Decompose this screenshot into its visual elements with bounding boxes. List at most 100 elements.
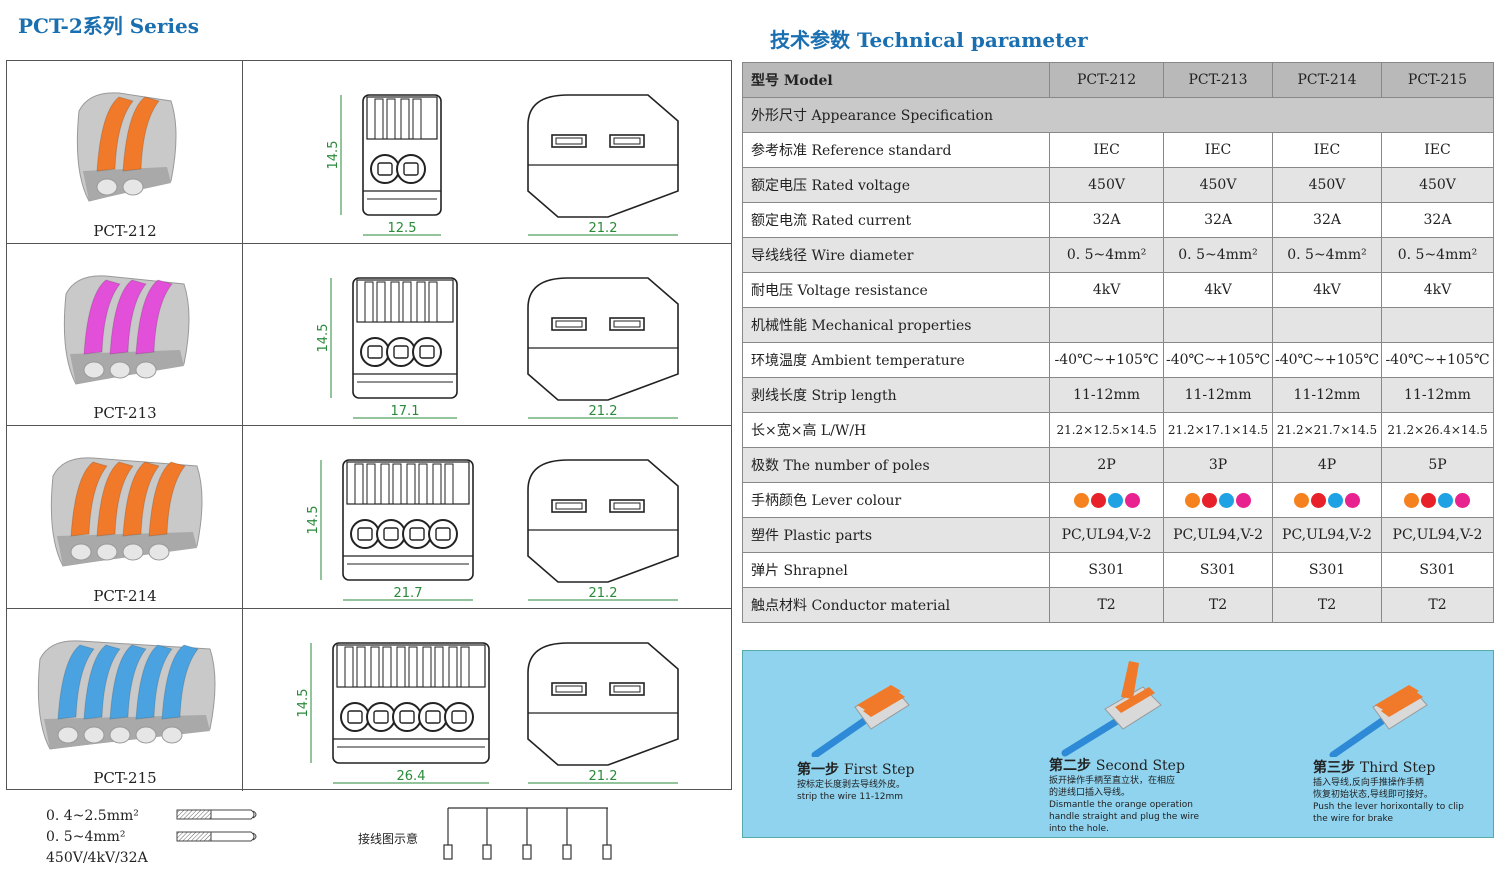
product-photo-cell: PCT-213 <box>7 244 243 425</box>
stripped-wire-icon <box>176 809 257 820</box>
spec-value: 450V <box>1380 167 1495 203</box>
colour-dot <box>1073 492 1089 508</box>
colour-dot <box>1294 492 1309 508</box>
spec-table: 型号 Model PCT-212 PCT-213 PCT-214 PCT-215… <box>741 62 1495 623</box>
step-2-title-en: Second Step <box>1095 758 1185 774</box>
lever-colour-swatches <box>1163 482 1274 518</box>
depth-dim-label: 21.2 <box>589 404 618 419</box>
step2-connector-illustration <box>1061 661 1162 757</box>
spec-label: 耐电压 Voltage resistance <box>741 272 1051 308</box>
colour-dot <box>1345 492 1360 508</box>
legend-line-1: 0. 4~2.5mm² <box>46 808 139 824</box>
spec-value: -40℃~+105℃ <box>1049 342 1165 378</box>
spec-value: PC,UL94,V-2 <box>1049 517 1165 553</box>
spec-label: 参考标准 Reference standard <box>741 132 1051 168</box>
step1-connector-illustration <box>811 685 910 757</box>
step-1-line-2: strip the wire 11-12mm <box>797 792 904 802</box>
spec-value: T2 <box>1049 587 1165 623</box>
spec-label: 弹片 Shrapnel <box>741 552 1051 588</box>
spec-value: 0. 5~4mm² <box>1380 237 1495 273</box>
connector-photo <box>63 275 190 385</box>
model-header: 型号 Model <box>741 62 1051 98</box>
step-2-line-3: Dismantle the orange operation <box>1049 800 1193 810</box>
step-2-line-1: 扳开操作手柄至直立状，在相应 <box>1049 776 1176 786</box>
wiring-terminal <box>482 844 492 860</box>
colour-dot <box>1185 492 1201 508</box>
step-2-line-5: into the hole. <box>1049 824 1109 834</box>
step-3-line-3: Push the lever horixontally to clip <box>1313 802 1464 812</box>
spec-header-row: 型号 Model PCT-212 PCT-213 PCT-214 PCT-215 <box>741 62 1495 98</box>
spec-value: 32A <box>1272 202 1382 238</box>
step3-connector-illustration <box>1329 685 1428 757</box>
product-photo-cell: PCT-212 <box>7 61 243 243</box>
spec-value: 4kV <box>1163 272 1274 308</box>
spec-label: 长×宽×高 L/W/H <box>741 412 1051 448</box>
colour-dot <box>1236 492 1252 508</box>
spec-value: S301 <box>1272 552 1382 588</box>
spec-value: 450V <box>1049 167 1165 203</box>
colour-dot <box>1404 492 1420 508</box>
spec-label: 环境温度 Ambient temperature <box>741 342 1051 378</box>
spec-label: 导线线径 Wire diameter <box>741 237 1051 273</box>
step-3-line-1: 插入导线,反向手推操作手柄 <box>1313 778 1424 788</box>
wire-icons <box>176 809 257 842</box>
height-dim-label: 14.5 <box>316 324 331 353</box>
colour-dot <box>1124 492 1140 508</box>
model-col-2: PCT-213 <box>1163 62 1274 98</box>
model-label: PCT-214 <box>93 587 157 605</box>
spec-label: 手柄颜色 Lever colour <box>741 482 1051 518</box>
step-2-line-4: handle straight and plug the wire <box>1049 812 1200 822</box>
width-dim-label: 21.7 <box>394 586 423 601</box>
model-col-4: PCT-215 <box>1380 62 1495 98</box>
depth-dim-label: 21.2 <box>589 221 618 236</box>
spec-value: PC,UL94,V-2 <box>1272 517 1382 553</box>
spec-value: 3P <box>1163 447 1274 483</box>
depth-dim-label: 21.2 <box>589 769 618 784</box>
spec-value: 11-12mm <box>1272 377 1382 413</box>
product-photo-cell: PCT-214 <box>7 426 243 608</box>
spec-value: 4P <box>1272 447 1382 483</box>
colour-dot <box>1202 492 1218 508</box>
step-2-line-2: 的进线口插入导线。 <box>1049 788 1131 798</box>
spec-value: 4kV <box>1272 272 1382 308</box>
model-col-1: PCT-212 <box>1049 62 1165 98</box>
width-dim-label: 12.5 <box>388 221 417 236</box>
spec-label: 极数 The number of poles <box>741 447 1051 483</box>
connector-photo <box>37 640 216 750</box>
wiring-terminal <box>522 844 532 860</box>
spec-value: 4kV <box>1380 272 1495 308</box>
step-3: 第三步 Third Step 插入导线,反向手推操作手柄 恢复初始状态,导线即可… <box>1313 757 1491 825</box>
step-2: 第二步 Second Step 扳开操作手柄至直立状，在相应 的进线口插入导线。… <box>1049 755 1249 835</box>
spec-value: 0. 5~4mm² <box>1272 237 1382 273</box>
spec-value: T2 <box>1272 587 1382 623</box>
width-dim-label: 17.1 <box>391 404 420 419</box>
spec-value: T2 <box>1163 587 1274 623</box>
width-dim-label: 26.4 <box>397 769 426 784</box>
spec-value: 0. 5~4mm² <box>1163 237 1274 273</box>
spec-value: 2P <box>1049 447 1165 483</box>
spec-label: 触点材料 Conductor material <box>741 587 1051 623</box>
height-dim-label: 14.5 <box>306 506 321 535</box>
step-3-line-4: the wire for brake <box>1313 814 1393 824</box>
spec-value: -40℃~+105℃ <box>1272 342 1382 378</box>
colour-dot <box>1219 492 1235 508</box>
spec-value <box>1049 307 1165 343</box>
model-label: PCT-215 <box>93 769 157 787</box>
wire-icon-2 <box>176 831 257 842</box>
spec-value: 32A <box>1163 202 1274 238</box>
step-3-title-cn: 第三步 <box>1313 760 1355 776</box>
spec-value: IEC <box>1163 132 1274 168</box>
model-label: PCT-212 <box>93 222 157 240</box>
